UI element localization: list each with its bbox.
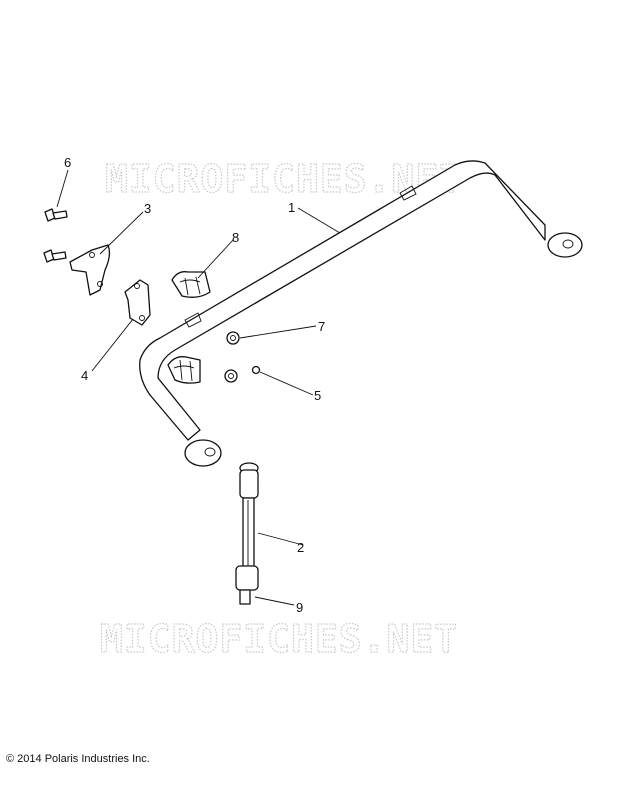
- bolt-lower: [43, 249, 67, 263]
- copyright-text: © 2014 Polaris Industries Inc.: [6, 753, 150, 765]
- callout-8: 8: [232, 230, 239, 245]
- nut-lower: [224, 369, 238, 383]
- callout-7: 7: [318, 319, 325, 334]
- watermark-top: MICROFICHES.NET: [105, 157, 463, 201]
- watermark-bottom: MICROFICHES.NET: [100, 617, 458, 661]
- callout-9: 9: [296, 600, 303, 615]
- bolt-upper: [44, 208, 68, 222]
- callout-2: 2: [297, 540, 304, 555]
- callout-5: 5: [314, 388, 321, 403]
- clamp-lower: [124, 279, 151, 326]
- small-nut: [251, 365, 261, 375]
- stabilizer-bar: [139, 160, 583, 467]
- callout-4: 4: [81, 368, 88, 383]
- bushing-upper: [171, 271, 211, 298]
- clamp-upper: [69, 244, 111, 296]
- callout-3: 3: [144, 201, 151, 216]
- link-rod: [235, 462, 259, 605]
- nut-upper: [226, 331, 240, 345]
- callout-6: 6: [64, 155, 71, 170]
- callout-1: 1: [288, 200, 295, 215]
- bushing-lower: [167, 356, 201, 384]
